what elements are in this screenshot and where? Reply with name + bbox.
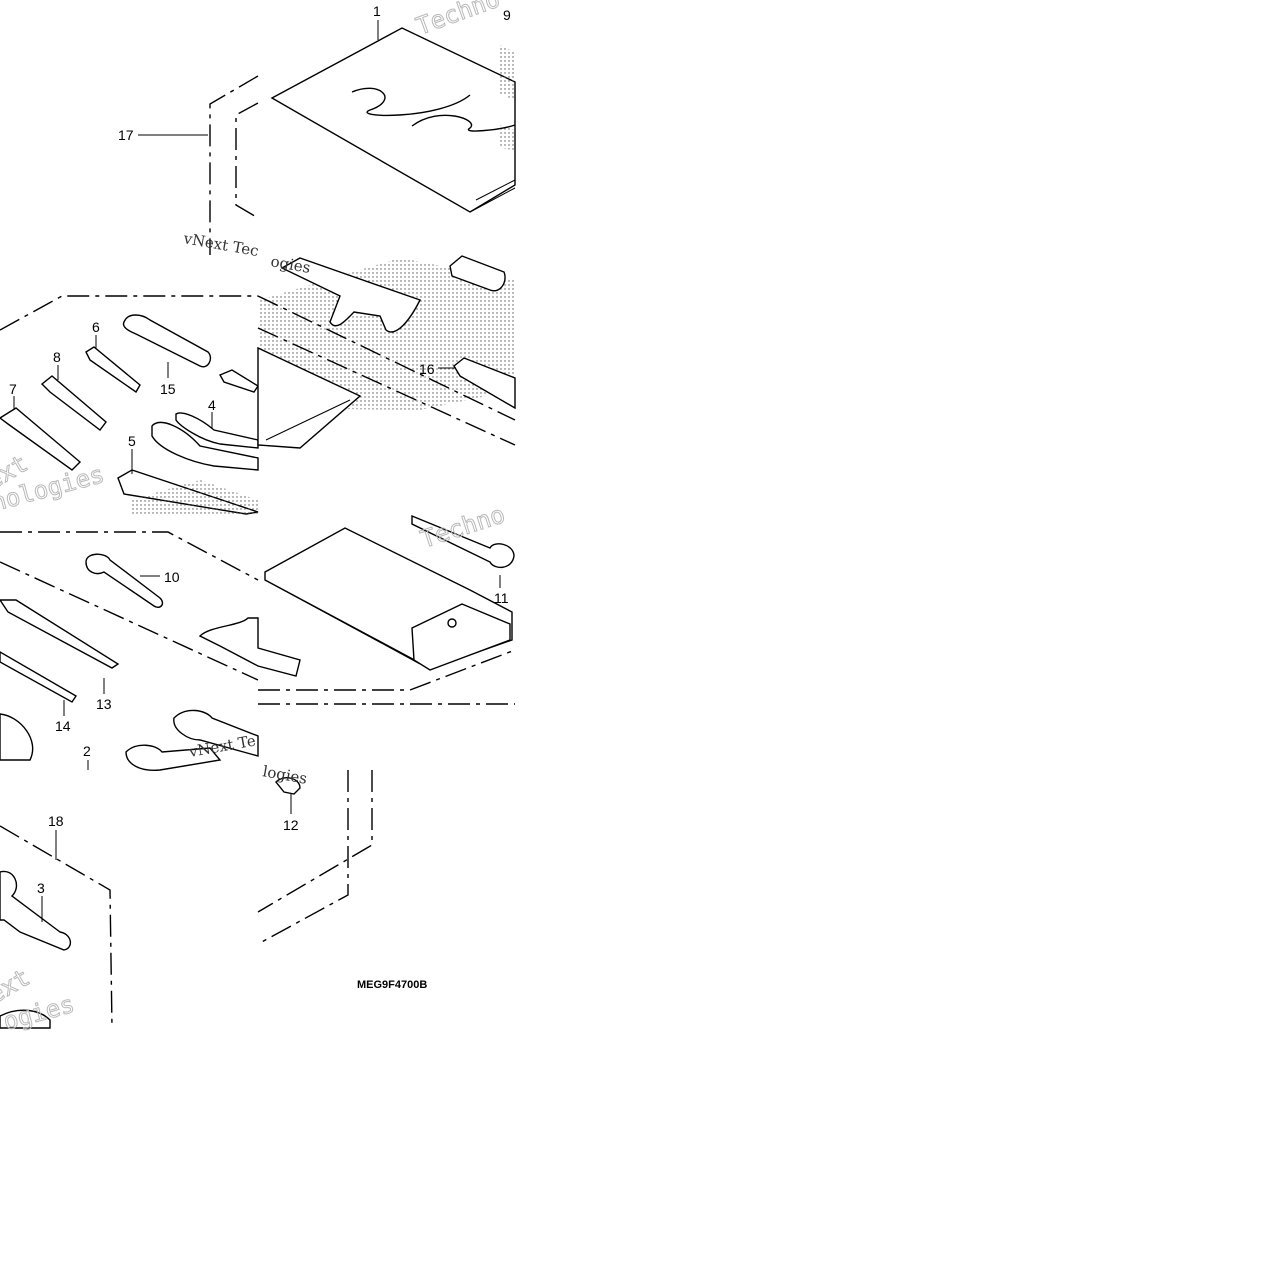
callout-16: 16 (419, 361, 435, 377)
callout-11: 11 (494, 590, 509, 606)
tile-tool-set-left: ext hnologies (0, 295, 259, 521)
callout-18: 18 (48, 813, 64, 829)
screwdriver-handle-15-shape (122, 314, 212, 368)
callout-2: 2 (83, 743, 91, 759)
callout-4: 4 (208, 397, 216, 413)
callout-15: 15 (160, 381, 176, 397)
part-16-shape (453, 357, 516, 410)
callout-10: 10 (164, 569, 180, 585)
callout-7: 7 (9, 381, 17, 397)
watermark: Techno (412, 0, 503, 41)
watermark: vNext Tec (181, 229, 260, 260)
open-wrench-10-shape (85, 553, 164, 608)
combination-wrench-11-shape (411, 514, 515, 569)
hex-key-7-shape (0, 407, 82, 471)
owners-manual-shape (270, 27, 516, 213)
callout-8: 8 (53, 349, 61, 365)
callout-12: 12 (283, 817, 299, 833)
tile-tool-kit-case: logies (257, 762, 373, 945)
hex-key-8-shape (40, 375, 107, 431)
callout-14: 14 (55, 718, 71, 734)
callout-1: 1 (373, 3, 381, 19)
tile-owners-manual: Techno vNext Tec (181, 0, 516, 260)
callout-labels: 1 9 17 6 8 7 15 4 5 16 10 11 13 14 2 12 … (9, 3, 511, 896)
spanner-3-shape (0, 870, 71, 951)
tile-tool-bag-closed: Techno (258, 500, 516, 705)
callout-17: 17 (118, 127, 134, 143)
leader-lines (13, 20, 501, 922)
tile-tool-set-lower: vNext Te (0, 531, 301, 771)
pliers-4-shape (151, 421, 259, 471)
part-code: MEG9F4700B (357, 979, 427, 991)
hex-key-6-shape (85, 346, 141, 394)
watermark: ogies (269, 252, 312, 277)
callout-6: 6 (92, 319, 100, 335)
screwdriver-13-shape (0, 599, 120, 669)
callout-3: 3 (37, 880, 45, 896)
callout-13: 13 (96, 696, 112, 712)
callout-9: 9 (503, 7, 511, 23)
watermark: logies (261, 762, 308, 788)
screwdriver-14-shape (0, 651, 77, 703)
wrench-12-shape (275, 777, 301, 795)
callout-5: 5 (128, 433, 136, 449)
tile-tool-bag-open: ogies (257, 252, 516, 449)
